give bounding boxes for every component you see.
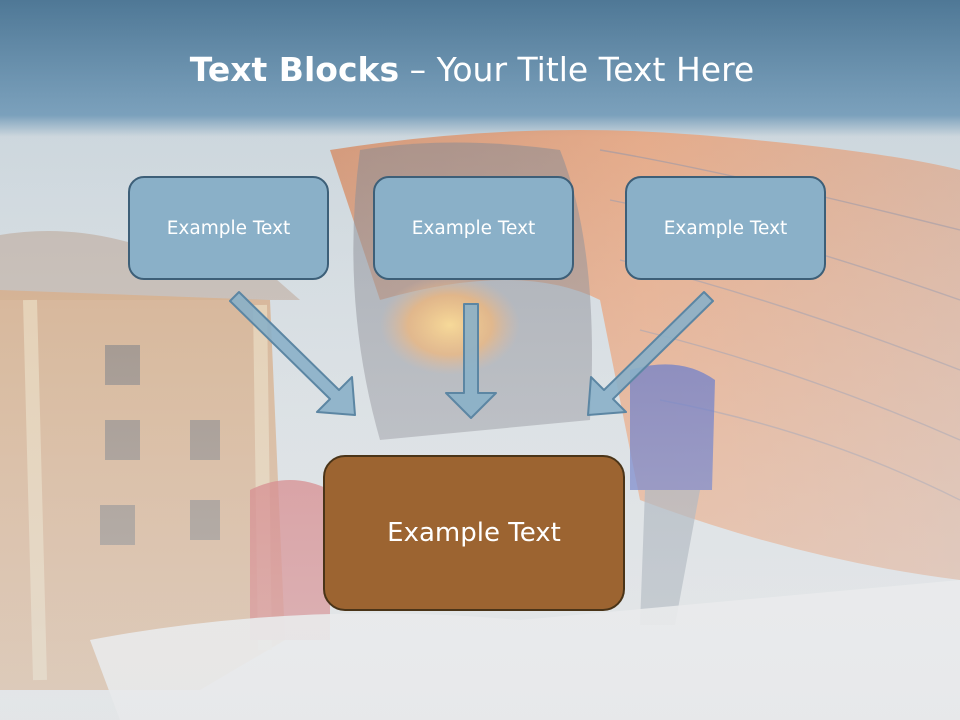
text-block-left-label: Example Text [166, 217, 291, 239]
title-rest: Your Title Text Here [436, 50, 755, 89]
title-dash: – [399, 50, 437, 89]
text-block-center-label: Example Text [411, 217, 536, 239]
text-block-bottom-label: Example Text [387, 518, 561, 548]
text-block-right-label: Example Text [663, 217, 788, 239]
text-block-right[interactable]: Example Text [625, 176, 826, 280]
text-block-bottom[interactable]: Example Text [323, 455, 625, 611]
title-bold: Text Blocks [189, 50, 400, 89]
text-block-center[interactable]: Example Text [373, 176, 574, 280]
slide-title: Text Blocks – Your Title Text Here [0, 50, 944, 89]
text-block-left[interactable]: Example Text [128, 176, 329, 280]
